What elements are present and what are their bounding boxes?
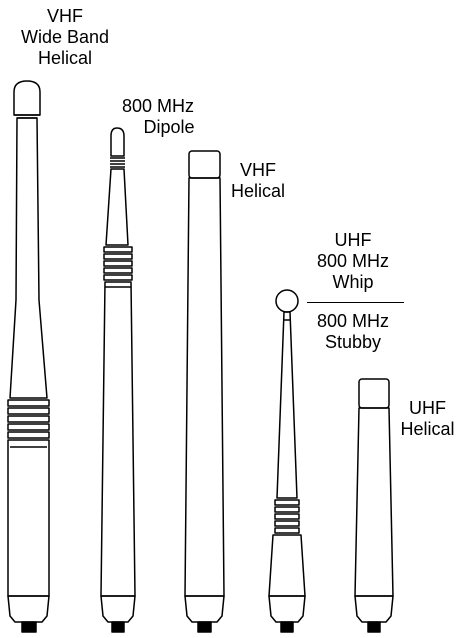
lower-body [100, 281, 136, 597]
base-body [7, 439, 50, 597]
helical-coil-rings [7, 399, 50, 439]
base-flare [100, 595, 136, 623]
coil-rings [274, 499, 300, 534]
connector [280, 621, 294, 633]
square-cap [358, 378, 390, 409]
body [184, 177, 225, 597]
base-flare [354, 595, 394, 623]
rounded-tip [110, 127, 125, 157]
base-flare [7, 595, 50, 623]
upper-body [105, 168, 129, 246]
whip-body [276, 311, 298, 499]
ball-tip [275, 289, 299, 313]
connector [367, 621, 381, 633]
tip-rings [110, 157, 125, 168]
antenna-vhf-wide-band-helical [7, 80, 50, 633]
connector [21, 621, 37, 633]
antenna-uhf-800mhz-whip [268, 289, 306, 633]
square-cap [188, 150, 221, 179]
base-flare [268, 595, 306, 623]
antenna-dipole-800mhz [100, 127, 136, 633]
label-divider [307, 302, 404, 303]
connector [111, 621, 125, 633]
label-vhf-helical: VHF Helical [230, 160, 286, 201]
mid-coil-rings [103, 246, 133, 281]
label-vhf-wide-band-helical: VHF Wide Band Helical [20, 6, 110, 68]
label-uhf-800mhz-whip: UHF 800 MHz Whip [316, 230, 390, 292]
connector [197, 621, 212, 633]
antenna-vhf-helical [184, 150, 225, 633]
label-uhf-helical: UHF Helical [400, 398, 455, 439]
base-body [268, 534, 306, 597]
base-flare [184, 595, 225, 623]
label-800mhz-stubby: 800 MHz Stubby [316, 311, 390, 352]
body [354, 407, 394, 597]
dome-tip [13, 80, 41, 116]
antenna-uhf-helical [354, 378, 394, 633]
label-dipole-800mhz: 800 MHz Dipole [121, 96, 195, 137]
whip-body [9, 117, 48, 399]
